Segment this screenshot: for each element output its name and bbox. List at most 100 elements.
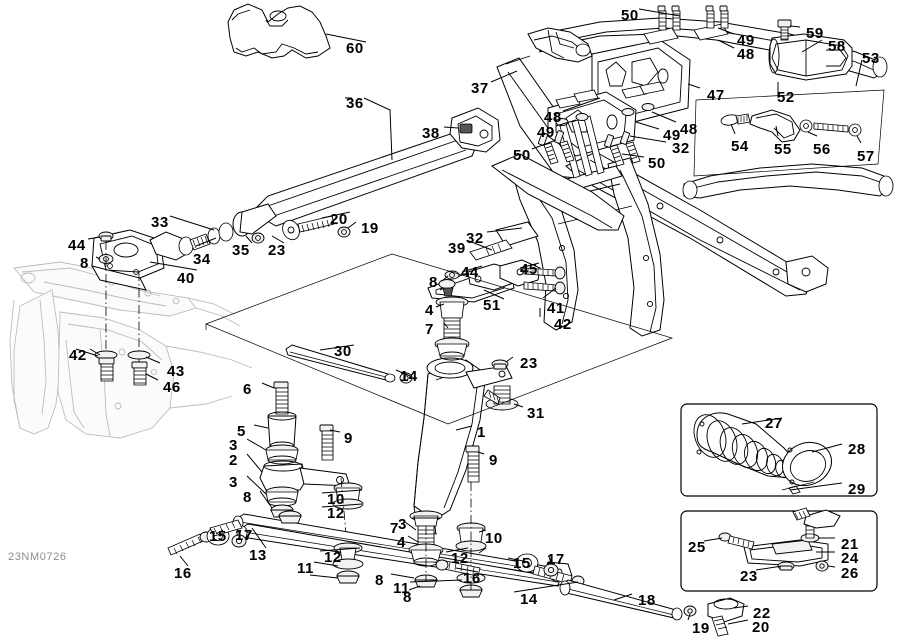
callout-46: 46 xyxy=(163,379,181,396)
callout-60: 60 xyxy=(346,40,364,57)
callout-5: 5 xyxy=(237,423,246,440)
callout-15a: 15 xyxy=(209,528,227,545)
callout-3a: 3 xyxy=(229,437,238,454)
callout-36: 36 xyxy=(346,95,364,112)
callout-38: 38 xyxy=(422,125,440,142)
callout-12a: 12 xyxy=(327,505,345,522)
callout-29: 29 xyxy=(848,481,866,498)
callout-50b: 50 xyxy=(648,155,666,172)
callout-54: 54 xyxy=(731,138,749,155)
callout-7b: 7 xyxy=(390,520,399,537)
callout-6: 6 xyxy=(243,381,252,398)
callout-26: 26 xyxy=(841,565,859,582)
callout-25: 25 xyxy=(688,539,706,556)
construction-reference-lines xyxy=(205,253,674,425)
bracket-40-assembly xyxy=(90,203,277,386)
callout-47: 47 xyxy=(707,87,725,104)
callout-42a: 42 xyxy=(69,347,87,364)
linkage-54-55-56-57 xyxy=(693,89,885,177)
callout-51: 51 xyxy=(483,297,501,314)
fastener-42-43-46 xyxy=(94,350,151,386)
callout-4b: 4 xyxy=(397,534,406,551)
rod-16-right xyxy=(435,559,481,577)
callout-10a: 10 xyxy=(327,491,345,508)
part-22-20-lower-right xyxy=(707,597,745,637)
callout-49c: 49 xyxy=(737,32,755,49)
fastener-group-48-49-50-left xyxy=(537,89,599,165)
callout-16b: 16 xyxy=(463,570,481,587)
callout-21: 21 xyxy=(841,536,859,553)
fastener-59 xyxy=(777,19,792,41)
callout-48b: 48 xyxy=(680,121,698,138)
inset-bracket-detail xyxy=(680,507,878,592)
callout-33: 33 xyxy=(151,214,169,231)
callout-27: 27 xyxy=(765,415,783,432)
callout-8c: 8 xyxy=(243,489,252,506)
callout-13: 13 xyxy=(249,547,267,564)
callout-9b: 9 xyxy=(489,452,498,469)
callout-9a: 9 xyxy=(344,430,353,447)
callout-23b: 23 xyxy=(520,355,538,372)
stack-4-7-3-upper xyxy=(434,296,470,361)
callout-23c: 23 xyxy=(740,568,758,585)
callout-45: 45 xyxy=(520,261,538,278)
callout-56: 56 xyxy=(813,141,831,158)
callout-4a: 4 xyxy=(425,302,434,319)
callout-2: 2 xyxy=(229,452,238,469)
callout-49a: 49 xyxy=(537,124,555,141)
callout-32b: 32 xyxy=(672,140,690,157)
callout-17b: 17 xyxy=(547,551,565,568)
callout-8b: 8 xyxy=(429,274,438,291)
end-link-left-15-16-17 xyxy=(167,519,247,556)
callout-44a: 44 xyxy=(68,237,86,254)
callout-11b: 11 xyxy=(393,580,410,597)
callout-11a: 11 xyxy=(297,560,314,577)
callout-12c: 12 xyxy=(451,550,469,567)
callout-19a: 19 xyxy=(361,220,379,237)
callout-8a: 8 xyxy=(80,255,89,272)
part-18-rod xyxy=(559,579,697,621)
callout-57: 57 xyxy=(857,148,875,165)
callout-24: 24 xyxy=(841,550,859,567)
callout-18: 18 xyxy=(638,592,656,609)
callout-37: 37 xyxy=(471,80,489,97)
ghost-frame-reference xyxy=(9,261,253,439)
callout-55: 55 xyxy=(774,141,792,158)
callout-42b: 42 xyxy=(554,316,572,333)
callout-1: 1 xyxy=(477,424,486,441)
callout-44b: 44 xyxy=(461,264,479,281)
callout-14b: 14 xyxy=(520,591,538,608)
callout-23a: 23 xyxy=(268,242,286,259)
fastener-group-48-49-50-right xyxy=(603,81,665,167)
callout-19b: 19 xyxy=(692,620,710,637)
tie-rod-20-19-23 xyxy=(282,215,351,241)
fastener-44-left xyxy=(98,231,114,242)
callout-48c: 48 xyxy=(737,46,755,63)
callout-10b: 10 xyxy=(485,530,503,547)
callout-52: 52 xyxy=(777,89,795,106)
callout-8d: 8 xyxy=(375,572,384,589)
callout-35: 35 xyxy=(232,242,250,259)
callout-53: 53 xyxy=(862,50,880,67)
callout-28: 28 xyxy=(848,441,866,458)
callout-30: 30 xyxy=(334,343,352,360)
diagram-watermark: 23NM0726 xyxy=(8,551,67,563)
callout-48a: 48 xyxy=(544,109,562,126)
callout-34: 34 xyxy=(193,251,211,268)
bushings-lower-left xyxy=(278,510,364,584)
callout-3c: 3 xyxy=(398,516,407,533)
callout-58: 58 xyxy=(828,38,846,55)
callout-43: 43 xyxy=(167,363,185,380)
part-60-cover-plate xyxy=(227,3,331,59)
callout-40: 40 xyxy=(177,270,195,287)
chassis-frame xyxy=(491,39,829,337)
callout-3b: 3 xyxy=(229,474,238,491)
callout-59: 59 xyxy=(806,25,824,42)
callout-50a: 50 xyxy=(513,147,531,164)
plate-51-assembly xyxy=(427,259,566,303)
callout-7a: 7 xyxy=(425,321,434,338)
fastener-group-48-49-50-top xyxy=(643,5,729,45)
callout-20b: 20 xyxy=(752,619,770,636)
callout-32a: 32 xyxy=(466,230,484,247)
callout-12b: 12 xyxy=(324,549,342,566)
